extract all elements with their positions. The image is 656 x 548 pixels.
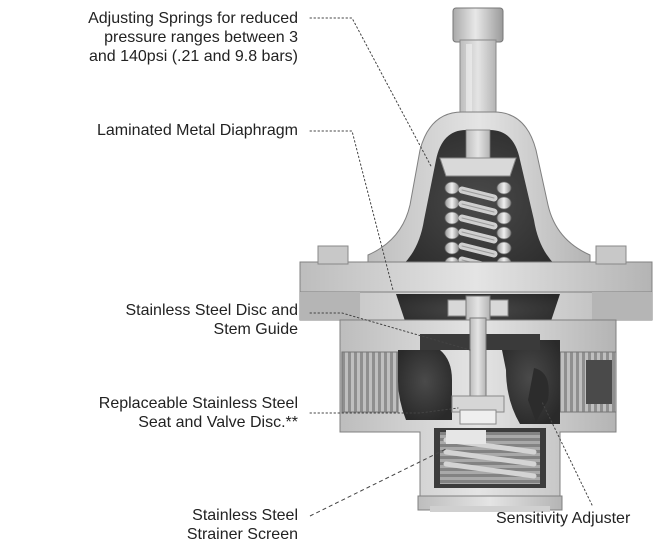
label-line: Sensitivity Adjuster <box>496 510 631 527</box>
label-line: pressure ranges between 3 <box>104 29 298 46</box>
label-sensitivity-adjuster: Sensitivity Adjuster <box>496 509 630 528</box>
label-line: Stainless Steel <box>192 507 298 524</box>
leader-disc-guide <box>309 312 471 351</box>
inlet-port <box>341 351 399 413</box>
label-line: Strainer Screen <box>186 526 298 543</box>
label-seat-valve-disc: Replaceable Stainless Steel Seat and Val… <box>99 394 298 432</box>
adjusting-screw-head <box>452 7 504 43</box>
leader-seat <box>309 407 459 414</box>
label-line: Stem Guide <box>213 321 298 338</box>
strainer-screen <box>434 428 546 488</box>
adjusting-spring <box>444 181 512 272</box>
leader-strainer <box>309 447 449 517</box>
leader-diaphragm <box>309 130 394 291</box>
label-line: Replaceable Stainless Steel <box>98 395 298 412</box>
label-adjusting-springs: Adjusting Springs for reduced pressure r… <box>88 9 298 66</box>
label-line: Adjusting Springs for reduced <box>88 10 298 27</box>
inlet-chamber <box>398 350 452 420</box>
leader-adjuster <box>541 401 593 506</box>
label-line: and 140psi (.21 and 9.8 bars) <box>88 48 298 65</box>
label-disc-guide: Stainless Steel Disc and Stem Guide <box>125 301 298 339</box>
label-line: Stainless Steel Disc and <box>125 302 298 319</box>
regulator-body <box>299 7 653 512</box>
upper-spring-button <box>439 157 517 177</box>
leader-springs <box>309 17 433 169</box>
sensitivity-adjuster <box>528 368 549 422</box>
label-strainer-screen: Stainless Steel Strainer Screen <box>187 506 298 544</box>
label-line: Laminated Metal Diaphragm <box>97 122 298 139</box>
valve-disc <box>459 409 497 425</box>
upper-flange <box>299 261 653 293</box>
label-line: Seat and Valve Disc.** <box>138 414 298 431</box>
label-diaphragm: Laminated Metal Diaphragm <box>97 121 298 140</box>
